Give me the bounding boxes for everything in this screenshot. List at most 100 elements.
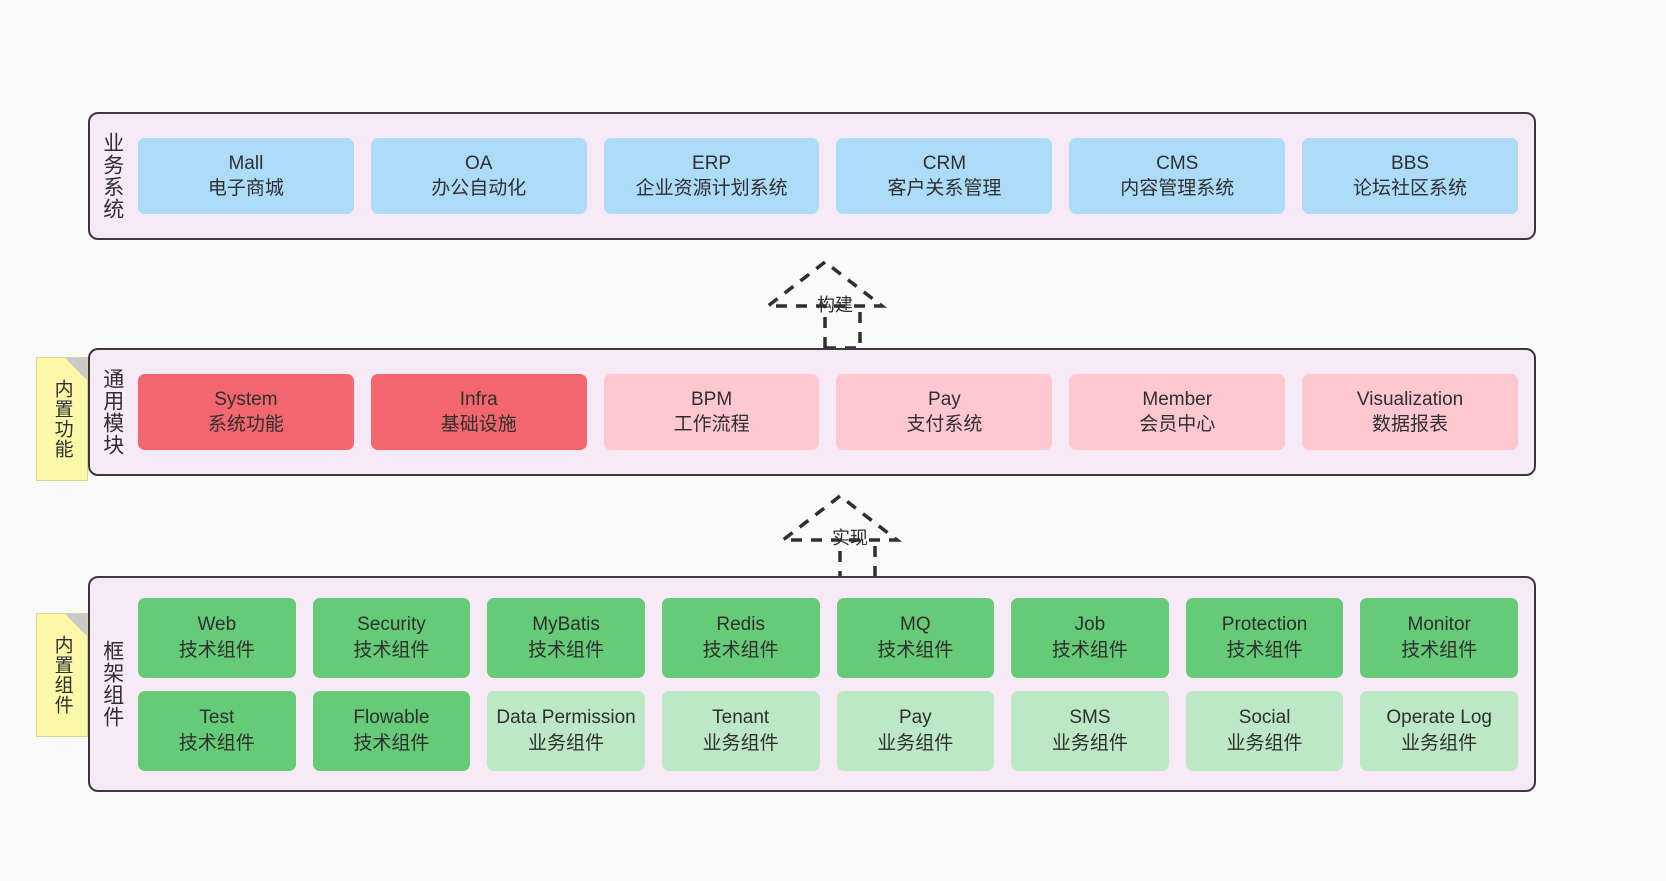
- layer-body-business-system: Mall 电子商城 OA 办公自动化 ERP 企业资源计划系统 CRM 客户关系…: [134, 114, 1534, 238]
- card-tenant[interactable]: Tenant 业务组件: [661, 690, 820, 771]
- card-test[interactable]: Test 技术组件: [138, 690, 296, 771]
- card-subtitle: 业务组件: [1401, 732, 1478, 754]
- card-redis[interactable]: Redis 技术组件: [661, 597, 820, 678]
- card-oa[interactable]: OA 办公自动化: [370, 138, 587, 214]
- connector-label-implement: 实现: [832, 528, 868, 548]
- card-erp[interactable]: ERP 企业资源计划系统: [603, 138, 820, 214]
- card-pay[interactable]: Pay 支付系统: [836, 374, 1053, 450]
- card-title: Web: [197, 614, 237, 636]
- card-bpm[interactable]: BPM 工作流程: [603, 374, 820, 450]
- card-row: Test 技术组件 Flowable 技术组件 Data Permission …: [138, 690, 1518, 771]
- card-subtitle: 业务组件: [1226, 732, 1303, 754]
- card-subtitle: 支付系统: [906, 414, 983, 435]
- card-cms[interactable]: CMS 内容管理系统: [1069, 138, 1286, 214]
- card-title: Flowable: [353, 707, 430, 729]
- note-fold-icon: [65, 358, 87, 380]
- card-pay-biz[interactable]: Pay 业务组件: [836, 690, 995, 771]
- card-title: Test: [199, 707, 235, 729]
- card-subtitle: 业务组件: [702, 732, 779, 754]
- note-builtin-component: 内置组件: [36, 613, 88, 737]
- card-subtitle: 电子商城: [207, 178, 284, 199]
- card-title: SMS: [1069, 707, 1111, 729]
- card-subtitle: 技术组件: [353, 732, 430, 754]
- card-subtitle: 技术组件: [1401, 639, 1478, 661]
- card-title: Monitor: [1407, 614, 1471, 636]
- card-title: ERP: [692, 152, 732, 174]
- card-security[interactable]: Security 技术组件: [312, 597, 471, 678]
- layer-title-business-system: 业务系统: [100, 132, 124, 220]
- card-subtitle: 业务组件: [528, 732, 605, 754]
- card-mybatis[interactable]: MyBatis 技术组件: [487, 597, 645, 678]
- card-subtitle: 技术组件: [178, 732, 255, 754]
- card-subtitle: 技术组件: [877, 639, 954, 661]
- note-fold-icon: [65, 614, 87, 636]
- card-title: Data Permission: [496, 707, 636, 729]
- layer-business-system: 业务系统 Mall 电子商城 OA 办公自动化 ERP 企业资源计划系统 CRM…: [88, 112, 1536, 240]
- card-social[interactable]: Social 业务组件: [1185, 690, 1344, 771]
- card-title: Visualization: [1356, 388, 1464, 410]
- card-subtitle: 业务组件: [877, 732, 954, 754]
- layer-body-framework-component: Web 技术组件 Security 技术组件 MyBatis 技术组件 Redi…: [134, 578, 1534, 790]
- card-job[interactable]: Job 技术组件: [1011, 597, 1169, 678]
- card-title: Member: [1142, 388, 1213, 410]
- card-title: Redis: [716, 614, 765, 636]
- card-title: CMS: [1156, 152, 1199, 174]
- card-system[interactable]: System 系统功能: [138, 374, 354, 450]
- card-subtitle: 技术组件: [1226, 639, 1303, 661]
- card-title: Social: [1238, 707, 1291, 729]
- card-subtitle: 论坛社区系统: [1353, 178, 1468, 199]
- card-title: System: [214, 388, 278, 410]
- card-subtitle: 客户关系管理: [887, 178, 1002, 199]
- card-operate-log[interactable]: Operate Log 业务组件: [1360, 690, 1518, 771]
- card-title: Pay: [928, 388, 961, 410]
- card-title: BPM: [690, 388, 733, 410]
- card-subtitle: 办公自动化: [431, 178, 527, 199]
- card-protection[interactable]: Protection 技术组件: [1185, 597, 1344, 678]
- card-title: Security: [357, 614, 426, 636]
- card-subtitle: 工作流程: [673, 414, 750, 435]
- card-subtitle: 技术组件: [1051, 639, 1128, 661]
- card-title: Job: [1074, 614, 1106, 636]
- card-visualization[interactable]: Visualization 数据报表: [1302, 374, 1518, 450]
- card-title: Operate Log: [1386, 707, 1492, 729]
- card-subtitle: 技术组件: [528, 639, 605, 661]
- card-subtitle: 技术组件: [353, 639, 430, 661]
- card-row: Mall 电子商城 OA 办公自动化 ERP 企业资源计划系统 CRM 客户关系…: [138, 138, 1518, 214]
- connector-label-build: 构建: [817, 295, 853, 315]
- card-sms[interactable]: SMS 业务组件: [1011, 690, 1169, 771]
- card-web[interactable]: Web 技术组件: [138, 597, 296, 678]
- card-title: MyBatis: [532, 614, 600, 636]
- note-label: 内置功能: [51, 379, 73, 459]
- card-subtitle: 企业资源计划系统: [635, 178, 788, 199]
- layer-title-common-module: 通用模块: [100, 368, 124, 456]
- card-title: OA: [465, 152, 493, 174]
- card-mall[interactable]: Mall 电子商城: [138, 138, 354, 214]
- card-mq[interactable]: MQ 技术组件: [836, 597, 995, 678]
- card-crm[interactable]: CRM 客户关系管理: [836, 138, 1053, 214]
- card-title: Tenant: [712, 707, 770, 729]
- card-subtitle: 基础设施: [440, 414, 517, 435]
- layer-framework-component: 框架组件 Web 技术组件 Security 技术组件 MyBatis 技术组件…: [88, 576, 1536, 792]
- layer-common-module: 通用模块 System 系统功能 Infra 基础设施 BPM 工作流程 Pay…: [88, 348, 1536, 476]
- layer-body-common-module: System 系统功能 Infra 基础设施 BPM 工作流程 Pay 支付系统…: [134, 350, 1534, 474]
- card-title: Pay: [898, 707, 932, 729]
- card-infra[interactable]: Infra 基础设施: [370, 374, 587, 450]
- card-data-permission[interactable]: Data Permission 业务组件: [487, 690, 645, 771]
- card-title: Protection: [1221, 614, 1308, 636]
- card-row: Web 技术组件 Security 技术组件 MyBatis 技术组件 Redi…: [138, 597, 1518, 678]
- card-title: Infra: [459, 388, 498, 410]
- card-flowable[interactable]: Flowable 技术组件: [312, 690, 471, 771]
- card-subtitle: 内容管理系统: [1120, 178, 1235, 199]
- layer-title-framework-component: 框架组件: [100, 640, 124, 728]
- note-label: 内置组件: [51, 635, 73, 715]
- card-title: MQ: [900, 614, 931, 636]
- card-bbs[interactable]: BBS 论坛社区系统: [1302, 138, 1518, 214]
- card-row: System 系统功能 Infra 基础设施 BPM 工作流程 Pay 支付系统…: [138, 374, 1518, 450]
- note-builtin-function: 内置功能: [36, 357, 88, 481]
- card-subtitle: 技术组件: [702, 639, 779, 661]
- card-member[interactable]: Member 会员中心: [1069, 374, 1286, 450]
- card-monitor[interactable]: Monitor 技术组件: [1360, 597, 1518, 678]
- card-subtitle: 业务组件: [1051, 732, 1128, 754]
- card-subtitle: 会员中心: [1139, 414, 1216, 435]
